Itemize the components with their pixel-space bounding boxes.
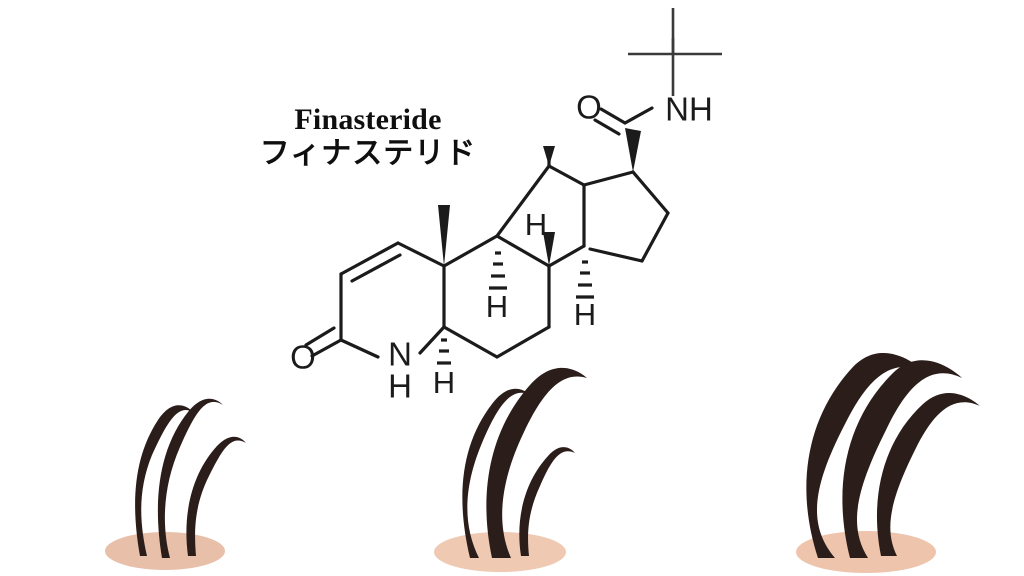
amide-group <box>593 106 654 136</box>
hair-group-thick <box>796 352 980 573</box>
ring-c <box>495 164 586 268</box>
compound-title: Finasteride フィナステリド <box>232 104 504 170</box>
compound-title-english: Finasteride <box>294 103 442 136</box>
c9-hydrogen-hash <box>489 251 507 290</box>
lactam-ring-a <box>304 241 446 359</box>
c9-hydrogen-label: H <box>486 289 508 324</box>
hair-strand <box>876 392 980 556</box>
hair-group-medium <box>434 367 587 572</box>
hair-strand <box>486 367 587 558</box>
c19-methyl-wedge <box>543 146 555 168</box>
c14-hydrogen-hash <box>576 260 594 299</box>
ketone-oxygen-label: O <box>290 339 316 376</box>
hair-strand <box>157 398 223 558</box>
lactam-nitrogen-label: N <box>388 336 412 373</box>
hair-strand <box>519 447 575 556</box>
c17-amide-wedge <box>625 128 641 172</box>
scalp-ellipse-3 <box>796 531 936 573</box>
hair-strand <box>842 360 962 558</box>
c8-hydrogen-label: H <box>525 207 547 242</box>
hair-strand <box>806 352 925 558</box>
ring-d-cyclopentane <box>582 170 670 263</box>
c8-hydrogen-wedge <box>543 232 555 266</box>
c5-hydrogen-hash <box>437 338 451 365</box>
amide-oxygen-label: O <box>576 89 602 126</box>
c5-hydrogen-label: H <box>433 365 455 400</box>
lactam-hydrogen-label: H <box>388 368 412 405</box>
compound-title-japanese: フィナステリド <box>259 135 477 171</box>
ring-b <box>442 234 551 359</box>
amide-nh-label: NH <box>665 91 713 128</box>
hair-strand <box>135 405 196 556</box>
hair-strand <box>186 436 246 556</box>
hair-strand <box>462 388 530 558</box>
hair-group-thin <box>105 398 246 570</box>
c14-hydrogen-label: H <box>574 297 596 332</box>
tert-butyl-group <box>628 8 722 96</box>
c18-methyl-wedge <box>438 205 450 266</box>
